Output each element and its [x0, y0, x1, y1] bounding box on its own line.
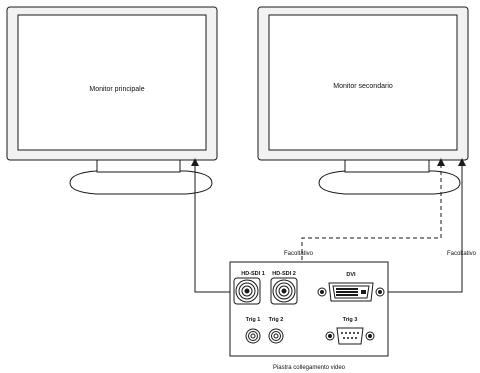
cable-hdsdi1-main [194, 164, 243, 293]
arrow-up-icon [458, 158, 466, 166]
cable-hdsdi2-secondary-optional [285, 164, 442, 293]
dvi-label: DVI [346, 272, 356, 278]
secondary-monitor-screen [268, 14, 458, 151]
arrow-heads [191, 158, 466, 166]
hdsdi2-connector [270, 277, 298, 305]
main-monitor-stand [96, 160, 181, 173]
hdsdi2-label: HD-SDI 2 [272, 271, 296, 277]
main-monitor-base [69, 170, 213, 195]
arrow-up-icon [191, 158, 199, 166]
trig2-connector [268, 328, 284, 344]
panel-caption: Piastra collegamento video [273, 365, 346, 371]
secondary-monitor-base [318, 170, 461, 195]
main-monitor-label: Monitor principale [89, 86, 144, 93]
trig1-label: Trig 1 [246, 317, 261, 323]
arrow-up-icon [437, 158, 445, 166]
connection-cables [194, 164, 463, 293]
cable-dvi-secondary [377, 164, 463, 293]
dvi-pins [336, 288, 366, 296]
main-monitor-screen [17, 14, 207, 151]
video-connection-panel: HD-SDI 1 HD-SDI 2 DVI Trig 1 Trig 2 Trig… [229, 261, 389, 357]
trig3-pins [341, 332, 359, 339]
hdsdi1-label: HD-SDI 1 [241, 271, 265, 277]
trig1-connector [245, 328, 261, 344]
main-monitor: Monitor principale [6, 6, 218, 195]
hdsdi1-connector [233, 277, 261, 305]
trig3-label: Trig 3 [343, 317, 358, 323]
trig2-label: Trig 2 [269, 317, 284, 323]
dvi-connector [317, 282, 385, 302]
optional-label-right: Facoltativo [447, 251, 477, 257]
optional-label-left: Facoltativo [284, 251, 314, 257]
secondary-monitor-label: Monitor secondario [333, 83, 393, 90]
secondary-monitor-stand [344, 160, 430, 173]
secondary-monitor: Monitor secondario [257, 6, 469, 195]
trig3-connector [325, 327, 375, 345]
